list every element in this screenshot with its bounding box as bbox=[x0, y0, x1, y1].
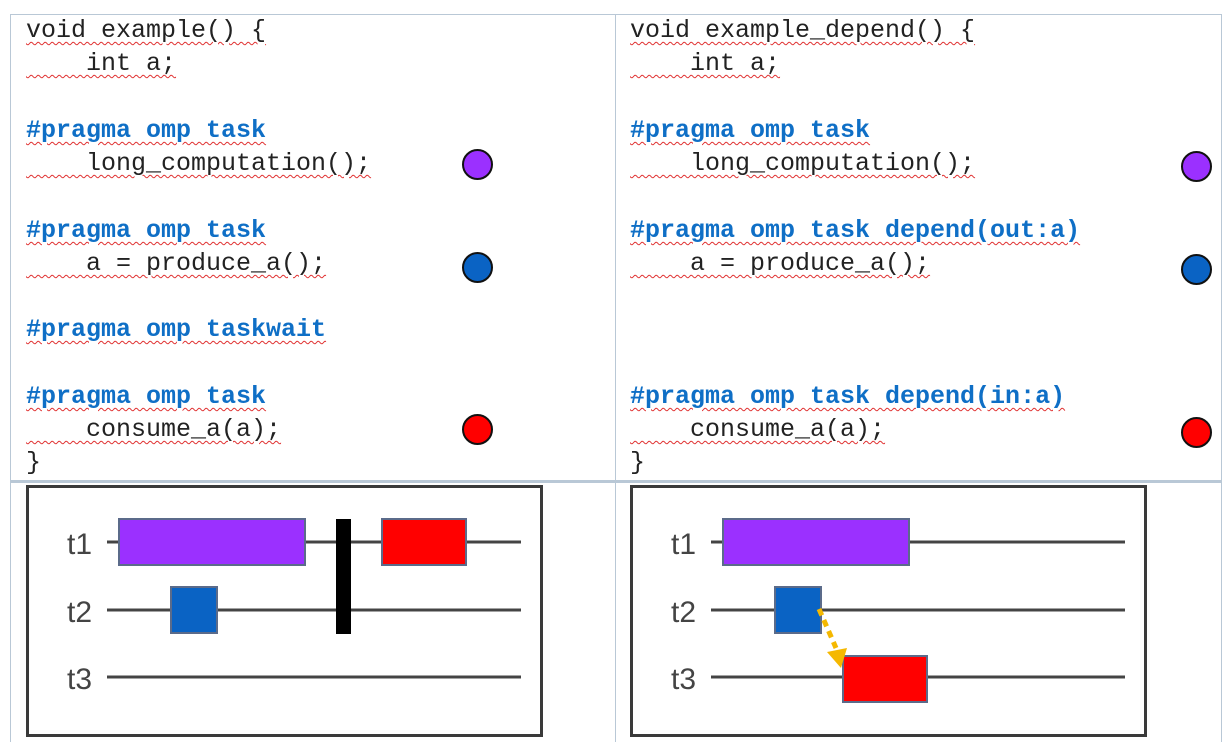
left-code-produce-a: a = produce_a(); bbox=[26, 249, 327, 278]
left-task-produce-a bbox=[170, 586, 218, 634]
right-blue-dot bbox=[1181, 254, 1212, 285]
right-red-dot bbox=[1181, 417, 1212, 448]
left-code-pragma-task-3: #pragma omp task bbox=[26, 382, 267, 411]
right-timeline-panel: t1 t2 t3 bbox=[630, 485, 1147, 737]
right-code-long-computation: long_computation(); bbox=[630, 149, 976, 178]
left-label-t1: t1 bbox=[67, 528, 92, 561]
left-red-dot bbox=[462, 414, 493, 445]
right-code-pragma-depend-in: #pragma omp task depend(in:a) bbox=[630, 382, 1066, 411]
left-code-header: void example() { bbox=[26, 16, 267, 45]
table-divider-horizontal bbox=[10, 480, 1222, 483]
left-code-decl: int a; bbox=[26, 49, 177, 78]
right-purple-dot bbox=[1181, 151, 1212, 182]
right-code-produce-a: a = produce_a(); bbox=[630, 249, 931, 278]
left-blue-dot bbox=[462, 252, 493, 283]
left-label-t3: t3 bbox=[67, 663, 92, 696]
left-purple-dot bbox=[462, 149, 493, 180]
right-label-t2: t2 bbox=[671, 596, 696, 629]
table-border-top bbox=[10, 14, 1222, 15]
left-code-consume-a: consume_a(a); bbox=[26, 415, 282, 444]
right-code-decl: int a; bbox=[630, 49, 781, 78]
right-task-long-computation bbox=[722, 518, 910, 566]
left-code-pragma-task-1: #pragma omp task bbox=[26, 116, 267, 145]
table-border-right bbox=[1221, 14, 1222, 742]
left-code-pragma-taskwait: #pragma omp taskwait bbox=[26, 315, 327, 344]
right-task-consume-a bbox=[842, 655, 928, 703]
table-divider-vertical bbox=[615, 14, 616, 742]
right-code-pragma-depend-out: #pragma omp task depend(out:a) bbox=[630, 216, 1081, 245]
right-task-produce-a bbox=[774, 586, 822, 634]
table-border-left bbox=[10, 14, 11, 742]
left-task-consume-a bbox=[381, 518, 467, 566]
left-taskwait-barrier bbox=[336, 519, 351, 634]
left-timeline-svg: t1 t2 t3 bbox=[67, 518, 521, 696]
right-code-header: void example_depend() { bbox=[630, 16, 976, 45]
left-timeline-panel: t1 t2 t3 bbox=[26, 485, 543, 737]
left-code-long-computation: long_computation(); bbox=[26, 149, 372, 178]
right-code-consume-a: consume_a(a); bbox=[630, 415, 886, 444]
left-code-close: } bbox=[26, 448, 42, 477]
left-code-pragma-task-2: #pragma omp task bbox=[26, 216, 267, 245]
left-task-long-computation bbox=[118, 518, 306, 566]
right-code-pragma-task-1: #pragma omp task bbox=[630, 116, 871, 145]
right-code-close: } bbox=[630, 448, 646, 477]
right-label-t1: t1 bbox=[671, 528, 696, 561]
right-label-t3: t3 bbox=[671, 663, 696, 696]
left-code-block: void example() { int a; #pragma omp task… bbox=[26, 14, 606, 479]
left-label-t2: t2 bbox=[67, 596, 92, 629]
right-timeline-svg: t1 t2 t3 bbox=[671, 518, 1125, 703]
right-code-block: void example_depend() { int a; #pragma o… bbox=[630, 14, 1220, 479]
right-dependency-arrowhead bbox=[827, 648, 847, 668]
